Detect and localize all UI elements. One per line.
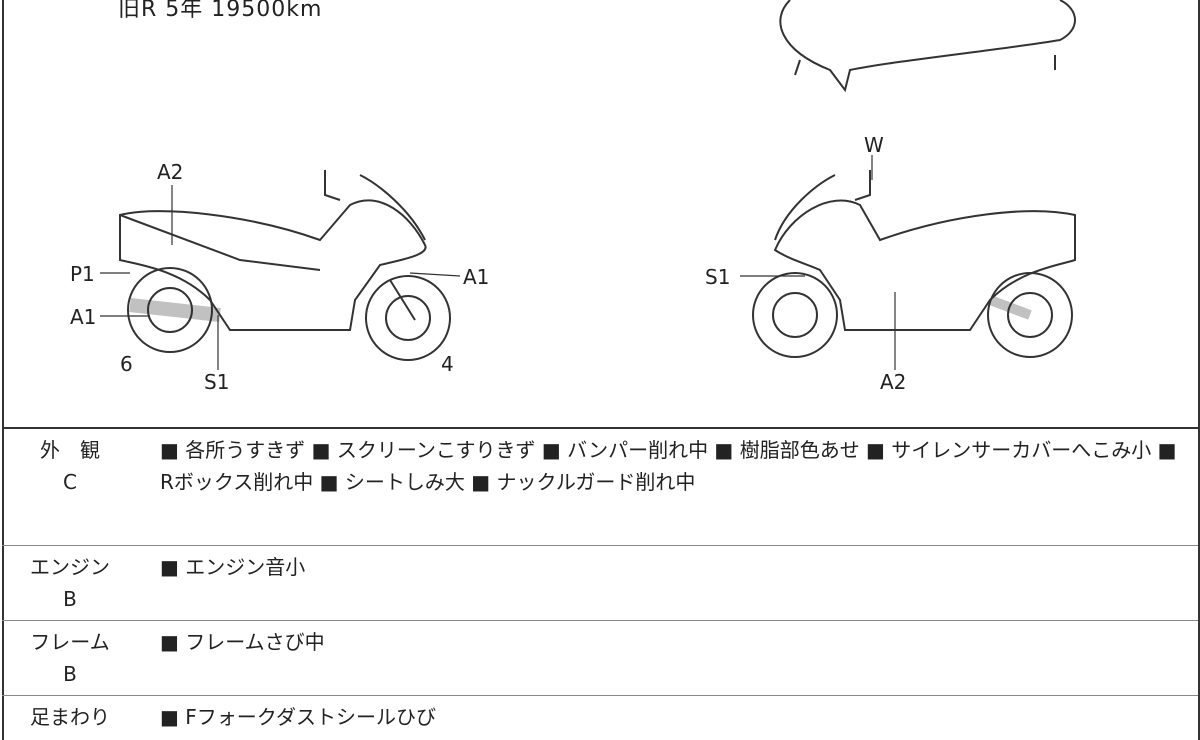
label-p1: P1: [70, 262, 95, 286]
label-a2-left: A2: [157, 160, 184, 184]
label-w: W: [864, 133, 884, 157]
label-6: 6: [120, 352, 133, 376]
right-side-scooter: [752, 170, 1076, 358]
row-suspension-text: ■ Fフォークダストシールひび: [160, 705, 436, 729]
label-4: 4: [441, 352, 454, 376]
row-frame-text: ■ フレームさび中: [160, 630, 325, 654]
label-s1-left: S1: [204, 370, 230, 394]
vehicle-info: 旧R 5年 19500km: [118, 0, 323, 22]
divider: [2, 620, 1198, 621]
row-exterior-text: ■ 各所うすきず ■ スクリーンこすりきず ■ バンパー削れ中 ■ 樹脂部色あせ…: [160, 438, 1177, 494]
label-s1-right: S1: [705, 265, 731, 289]
row-engine-text: ■ エンジン音小: [160, 555, 306, 579]
label-a1-front: A1: [463, 265, 490, 289]
divider: [2, 427, 1198, 429]
scooter-diagram: [100, 0, 1076, 370]
label-a1-rear: A1: [70, 305, 97, 329]
left-side-scooter: [119, 170, 451, 361]
divider: [2, 545, 1198, 546]
label-a2-right: A2: [880, 370, 907, 394]
row-suspension-label: 足まわり: [30, 705, 110, 729]
top-view-scooter: [779, 0, 1076, 93]
leader-lines: [100, 155, 896, 370]
divider: [2, 695, 1198, 696]
